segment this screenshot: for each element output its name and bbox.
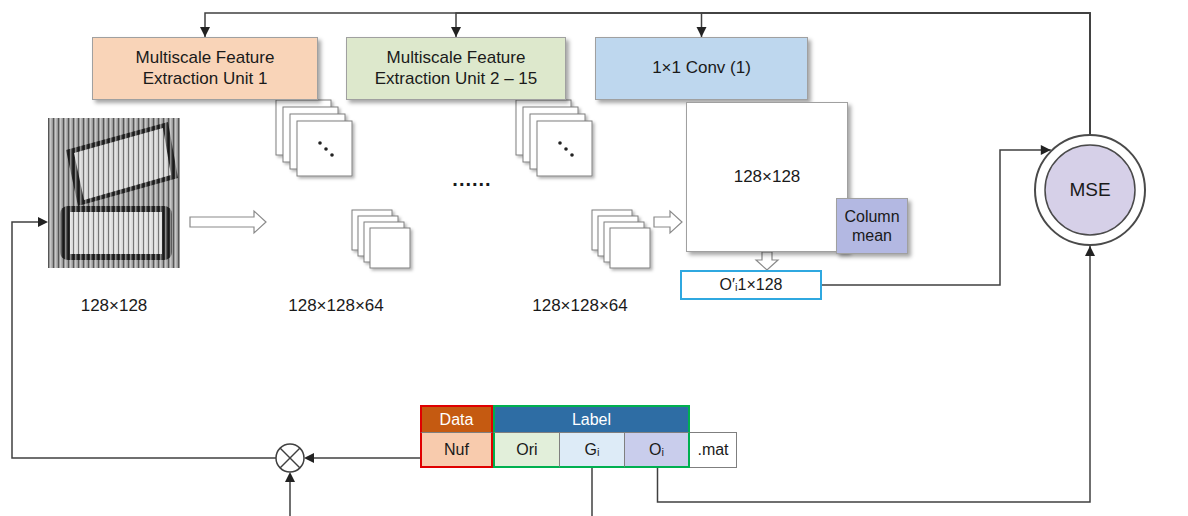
- process-box: Multiscale Feature Extraction Unit 1: [92, 37, 318, 100]
- hollow-arrow: [654, 211, 682, 233]
- arrow-head: [200, 27, 210, 37]
- arrow-head: [451, 27, 461, 37]
- output-vector: O′ᵢ1×128: [680, 270, 822, 300]
- node-text: Oᵢ: [649, 440, 664, 459]
- node-text: Nuf: [444, 440, 469, 459]
- table-header: Data: [420, 405, 493, 434]
- process-box: Multiscale Feature Extraction Unit 2 – 1…: [346, 37, 566, 100]
- node-text: Ori: [516, 440, 537, 459]
- hollow-arrow: [756, 252, 778, 270]
- connector: [756, 252, 778, 270]
- table-cell: Nuf: [420, 432, 493, 468]
- connector-line: [205, 13, 1090, 134]
- feature-stack: [516, 100, 650, 268]
- node-text: 128×128: [734, 167, 801, 187]
- table-cell: Gᵢ: [560, 432, 625, 468]
- table-header: Label: [493, 405, 690, 434]
- connector: [200, 13, 1090, 134]
- connector-line: [822, 150, 1051, 285]
- multiply-symbol: [276, 444, 304, 472]
- inner-ring: [1045, 145, 1135, 235]
- ellipsis-dots: [558, 141, 574, 157]
- input-image: [48, 118, 180, 268]
- node-text: Column mean: [843, 207, 901, 245]
- process-box: 1×1 Conv (1): [595, 37, 808, 100]
- loss-circle: MSE: [1034, 134, 1146, 246]
- hollow-arrow: [190, 211, 266, 233]
- dimension-label: 128×128×64: [288, 296, 384, 316]
- node-text: .mat: [697, 440, 728, 459]
- dimension-label: ......: [452, 168, 491, 191]
- node-text: MSE: [1069, 179, 1110, 202]
- arrow-head: [697, 27, 707, 37]
- operation-box: Column mean: [836, 198, 908, 254]
- table-cell: .mat: [690, 432, 737, 468]
- arrow-head: [1085, 246, 1095, 256]
- node-text: 1×1 Conv (1): [652, 58, 751, 78]
- feature-stack: [276, 100, 410, 268]
- table-cell: Ori: [493, 432, 560, 468]
- node-text: O′ᵢ1×128: [720, 275, 783, 294]
- node-text: Gᵢ: [585, 440, 600, 459]
- table-cell: Oᵢ: [625, 432, 690, 468]
- connector: [822, 145, 1051, 285]
- ellipsis-dots: [318, 141, 334, 157]
- outer-ring: [1035, 135, 1145, 245]
- arrow-heads: [38, 217, 314, 482]
- connector: [658, 246, 1096, 502]
- multiply-path: [12, 222, 592, 516]
- output-map: 128×128: [686, 102, 848, 252]
- node-text: Multiscale Feature Extraction Unit 1: [99, 48, 311, 89]
- dimension-label: 128×128: [81, 296, 148, 316]
- node-text: Multiscale Feature Extraction Unit 2 – 1…: [353, 48, 559, 89]
- dimension-label: 128×128×64: [532, 296, 628, 316]
- connector-line: [658, 246, 1091, 502]
- node-text: Data: [440, 410, 474, 429]
- node-text: Label: [572, 410, 611, 429]
